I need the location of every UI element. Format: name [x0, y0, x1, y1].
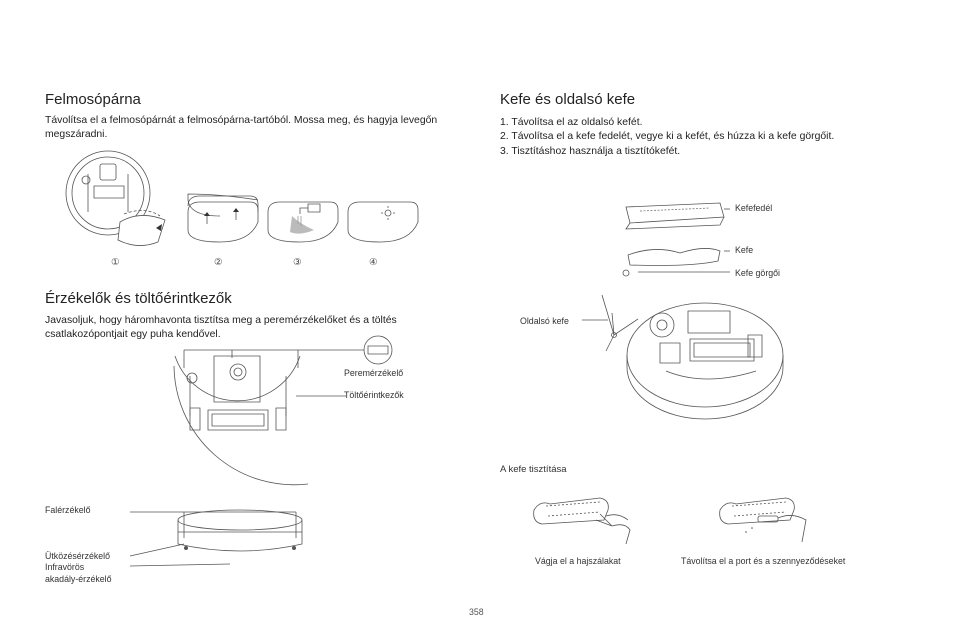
mop-illustration: [60, 150, 420, 265]
brush-step-1: 1. Távolítsa el az oldalsó kefét.: [500, 117, 643, 128]
brush-step-2: 2. Távolítsa el a kefe fedelét, vegye ki…: [500, 131, 835, 142]
label-charging-contacts: Töltőérintkezők: [344, 390, 404, 400]
mop-instructions: Távolítsa el a felmosópárnát a felmosópá…: [45, 115, 438, 140]
mop-section-title: Felmosópárna: [45, 91, 141, 108]
label-brush-cover: Kefefedél: [735, 203, 773, 213]
label-side-brush: Oldalsó kefe: [520, 316, 569, 326]
sensors-instructions: Javasoljuk, hogy háromhavonta tisztítsa …: [45, 315, 397, 340]
sensors-section-title: Érzékelők és töltőérintkezők: [45, 290, 232, 307]
label-brush-rollers: Kefe görgői: [735, 268, 780, 278]
sensors-illustration: [170, 346, 430, 586]
page-number: 358: [469, 607, 484, 617]
label-wall-sensor: Falérzékelő: [45, 505, 91, 515]
label-cliff-sensor: Peremérzékelő: [344, 368, 404, 378]
brush-section-title: Kefe és oldalsó kefe: [500, 91, 636, 108]
brush-illustration: [580, 195, 810, 420]
label-ir-sensor-1: Infravörös: [45, 562, 85, 572]
mop-step-4: ④: [369, 257, 378, 268]
brush-step-3: 3. Tisztításhoz használja a tisztítókefé…: [500, 146, 681, 157]
label-collision-sensor: Ütközésérzékelő: [45, 551, 111, 561]
brush-cleaning-title: A kefe tisztítása: [500, 464, 567, 475]
mop-step-2: ②: [214, 257, 223, 268]
label-brush: Kefe: [735, 245, 754, 255]
brush-cleaning-illustration: [530, 490, 870, 545]
mop-step-3: ③: [293, 257, 302, 268]
caption-remove-dust: Távolítsa el a port és a szennyeződéseke…: [681, 556, 846, 566]
mop-step-1: ①: [111, 257, 120, 268]
caption-cut-hairs: Vágja el a hajszálakat: [535, 556, 621, 566]
label-ir-sensor-2: akadály-érzékelő: [45, 574, 112, 584]
